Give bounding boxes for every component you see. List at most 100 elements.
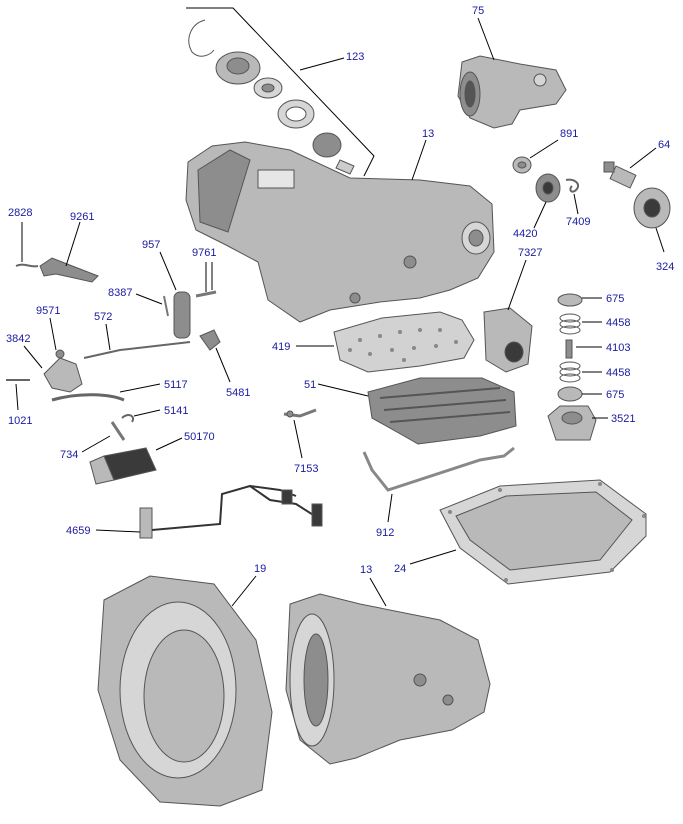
label-912: 912 (376, 527, 394, 539)
label-9261: 9261 (70, 211, 94, 223)
part-9761-pin (195, 290, 217, 298)
leader-734 (81, 435, 111, 453)
part-324-gear-assembly (633, 187, 671, 229)
part-13-transmission-case-top (185, 141, 495, 323)
label-8387: 8387 (108, 287, 132, 299)
label-419: 419 (272, 341, 290, 353)
label-13-bottom: 13 (360, 564, 372, 576)
label-64: 64 (658, 139, 670, 151)
label-7409: 7409 (566, 216, 590, 228)
leader-9261 (65, 221, 81, 267)
label-123: 123 (346, 51, 364, 63)
leader-75 (477, 17, 495, 61)
leader-3842 (23, 345, 43, 369)
label-4420: 4420 (513, 228, 537, 240)
label-50170: 50170 (184, 431, 215, 443)
label-3521: 3521 (611, 413, 635, 425)
part-675-cap-bottom (557, 386, 583, 402)
label-75: 75 (472, 5, 484, 17)
part-5117-band (51, 393, 125, 402)
leader-51 (317, 383, 369, 397)
part-2828-rod (15, 263, 39, 268)
leader-9571 (49, 317, 57, 351)
label-957: 957 (142, 239, 160, 251)
label-7327: 7327 (518, 247, 542, 259)
leader-912 (387, 493, 393, 523)
label-9571: 9571 (36, 305, 60, 317)
label-891: 891 (560, 128, 578, 140)
label-572: 572 (94, 311, 112, 323)
label-4103: 4103 (606, 342, 630, 354)
leader-5481 (215, 347, 231, 383)
part-4458-spring-top (559, 313, 581, 335)
part-957-servo-piston (173, 291, 191, 339)
leader-123 (299, 57, 345, 71)
part-734-pin (110, 421, 126, 441)
label-5141: 5141 (164, 405, 188, 417)
part-419-separator-plate (333, 311, 475, 373)
part-912-cooler-line (362, 446, 515, 492)
label-19: 19 (254, 563, 266, 575)
leader-50170 (155, 437, 183, 451)
label-1021: 1021 (8, 415, 32, 427)
part-8387-spring (163, 295, 169, 317)
part-75-extension-housing (457, 55, 567, 129)
label-51: 51 (304, 379, 316, 391)
part-19-bellhousing (97, 575, 273, 807)
leader-24 (409, 549, 457, 565)
leader-324 (655, 227, 665, 253)
leader-8387 (135, 293, 163, 305)
part-891-gear (512, 156, 532, 174)
leader-19 (231, 575, 257, 607)
label-675-bottom: 675 (606, 389, 624, 401)
leader-7409 (573, 193, 579, 215)
leader-572 (105, 323, 111, 351)
part-64-sensor (603, 161, 637, 189)
part-51-valve-body (367, 377, 517, 445)
part-9571-detent-lever (43, 349, 83, 393)
leader-4420 (533, 201, 547, 229)
leader-13-top (411, 139, 427, 181)
leader-5141 (133, 409, 161, 417)
leader-7153 (293, 419, 303, 459)
label-324: 324 (656, 261, 674, 273)
label-24: 24 (394, 563, 406, 575)
leader-5117 (119, 383, 161, 393)
part-5141-clip (121, 414, 134, 423)
label-4659: 4659 (66, 525, 90, 537)
leader-891 (529, 139, 559, 159)
label-2828: 2828 (8, 207, 32, 219)
part-572-shift-cable (83, 341, 191, 359)
part-123-seal-kit (188, 19, 355, 175)
part-4659-wiring-harness (139, 484, 323, 539)
leader-1021 (15, 383, 19, 411)
part-24-oil-pan (439, 479, 647, 585)
part-675-cap-top (557, 293, 583, 307)
label-4458-top: 4458 (606, 317, 630, 329)
part-9261-bracket (39, 257, 99, 283)
label-7153: 7153 (294, 463, 318, 475)
leader-7327 (507, 259, 527, 311)
label-4458-bottom: 4458 (606, 367, 630, 379)
label-675-top: 675 (606, 293, 624, 305)
part-13-transmission-case-bottom (285, 593, 491, 765)
label-5481: 5481 (226, 387, 250, 399)
part-4420-speed-sensor (535, 173, 561, 203)
leader-123-bracket (186, 7, 375, 177)
part-7327-solenoid (483, 307, 533, 373)
label-5117: 5117 (164, 379, 188, 391)
part-50170-range-sensor (89, 447, 157, 485)
part-3521-accumulator-housing (547, 405, 597, 441)
part-4103-pin (565, 339, 573, 359)
leader-4659 (95, 529, 141, 533)
leader-64 (629, 147, 657, 169)
part-4458-spring-bottom (559, 361, 581, 383)
label-9761: 9761 (192, 247, 216, 259)
part-5481-bracket (199, 329, 221, 351)
leader-957 (159, 251, 177, 291)
leader-13-bottom (369, 577, 387, 607)
label-3842: 3842 (6, 333, 30, 345)
label-734: 734 (60, 449, 78, 461)
part-7409-retainer-clip (565, 178, 580, 193)
